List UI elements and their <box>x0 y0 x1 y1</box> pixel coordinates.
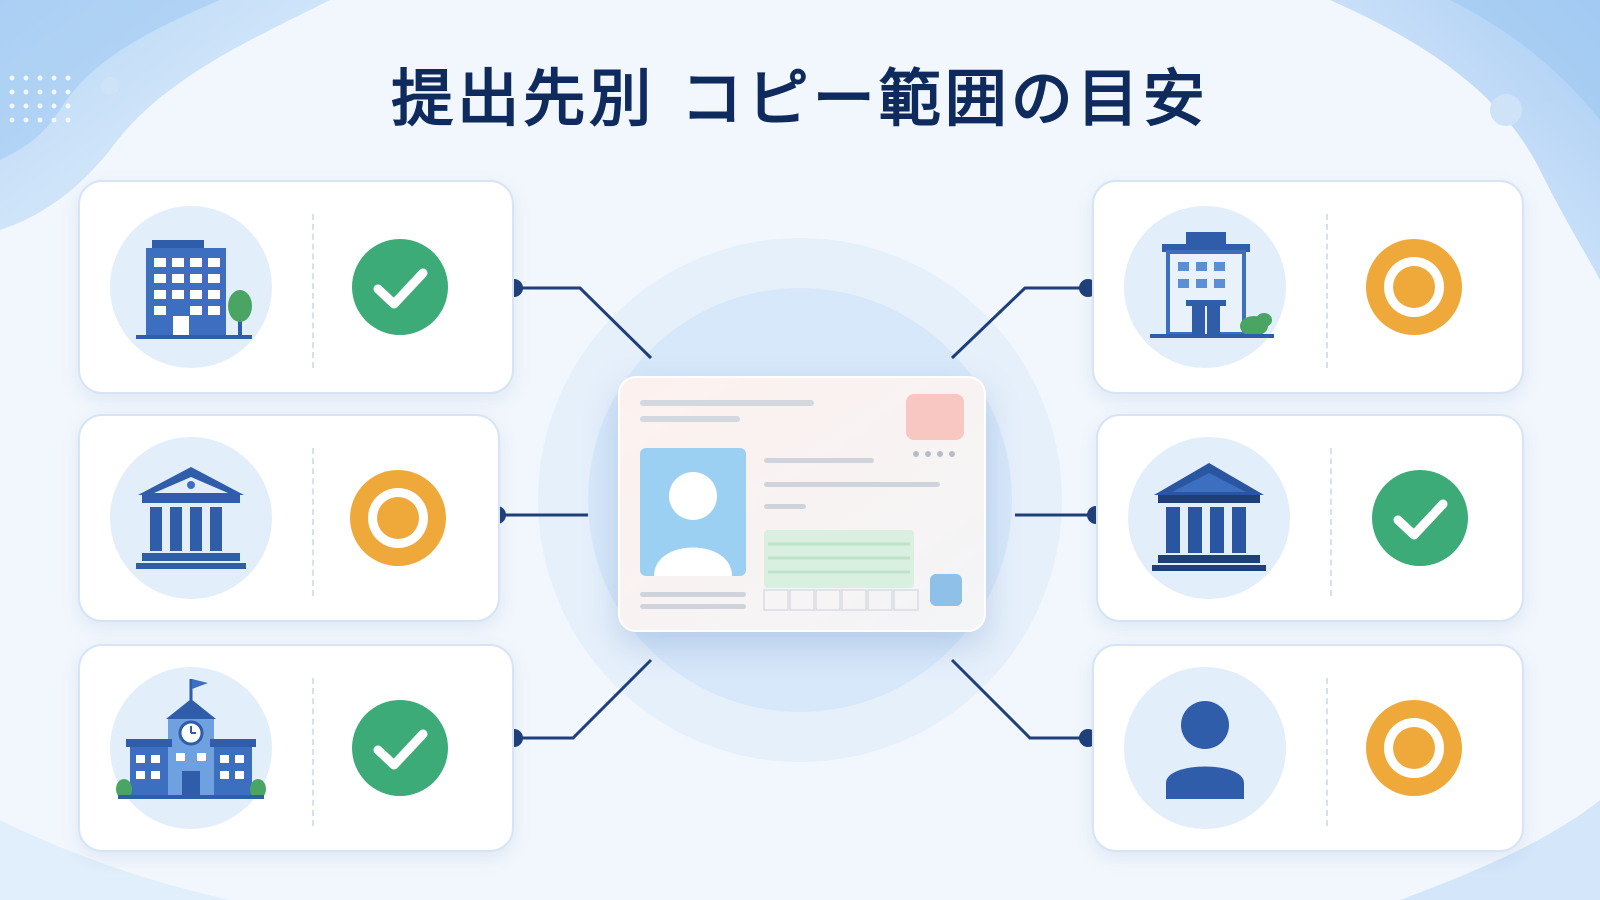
bank-building-icon <box>136 467 246 569</box>
double-circle-icon <box>350 470 446 566</box>
check-icon <box>352 239 448 335</box>
destination-card-school <box>78 644 514 852</box>
icon-background <box>1124 206 1286 368</box>
school-building-icon <box>116 679 266 799</box>
check-icon <box>1372 470 1468 566</box>
destination-card-government <box>1096 414 1524 622</box>
card-divider <box>312 214 314 368</box>
connector-line <box>514 658 653 740</box>
double-circle-icon <box>1366 700 1462 796</box>
destination-card-company <box>1092 180 1524 394</box>
icon-background <box>110 437 272 599</box>
card-divider <box>1326 214 1328 368</box>
page-title: 提出先別 コピー範囲の目安 <box>391 62 1209 135</box>
destination-card-office <box>78 180 514 394</box>
office-building-icon <box>136 240 252 339</box>
double-circle-icon <box>1366 239 1462 335</box>
icon-background <box>110 206 272 368</box>
icon-background <box>110 667 272 829</box>
company-office-icon <box>1150 232 1274 338</box>
icon-background <box>1124 667 1286 829</box>
check-icon <box>352 700 448 796</box>
person-icon <box>1166 701 1244 799</box>
card-divider <box>1330 448 1332 596</box>
card-divider <box>1326 678 1328 826</box>
connector-line <box>514 286 653 360</box>
card-divider <box>312 678 314 826</box>
connector-line <box>950 658 1088 740</box>
id-card-icon <box>618 376 986 632</box>
card-divider <box>312 448 314 596</box>
icon-background <box>1128 437 1290 599</box>
government-building-icon <box>1152 463 1266 571</box>
connector-line <box>950 286 1088 360</box>
destination-card-bank <box>78 414 500 622</box>
destination-card-individual <box>1092 644 1524 852</box>
